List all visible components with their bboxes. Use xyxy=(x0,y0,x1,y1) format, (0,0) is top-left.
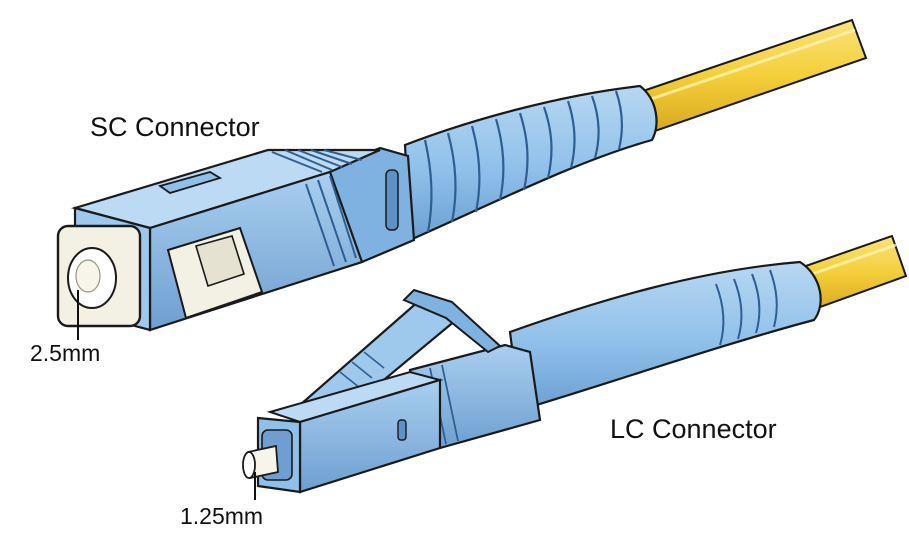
sc-grip-ribs xyxy=(271,149,363,173)
lc-boot xyxy=(508,260,822,412)
lc-connector xyxy=(242,234,908,500)
lc-latch-grip xyxy=(339,351,385,389)
sc-connector-label: SC Connector xyxy=(90,112,260,142)
lc-ferrule-size-label: 1.25mm xyxy=(180,503,264,529)
sc-boot-ribs xyxy=(423,90,623,233)
sc-ferrule-size-label: 2.5mm xyxy=(30,340,101,366)
sc-connector xyxy=(56,18,868,340)
sc-top-tab xyxy=(157,171,223,194)
sc-boot xyxy=(403,84,658,242)
lc-connector-label: LC Connector xyxy=(610,414,777,444)
lc-boot-ribs xyxy=(715,269,778,346)
lc-latch-trigger xyxy=(402,288,502,354)
sc-side-ribs xyxy=(305,175,357,267)
